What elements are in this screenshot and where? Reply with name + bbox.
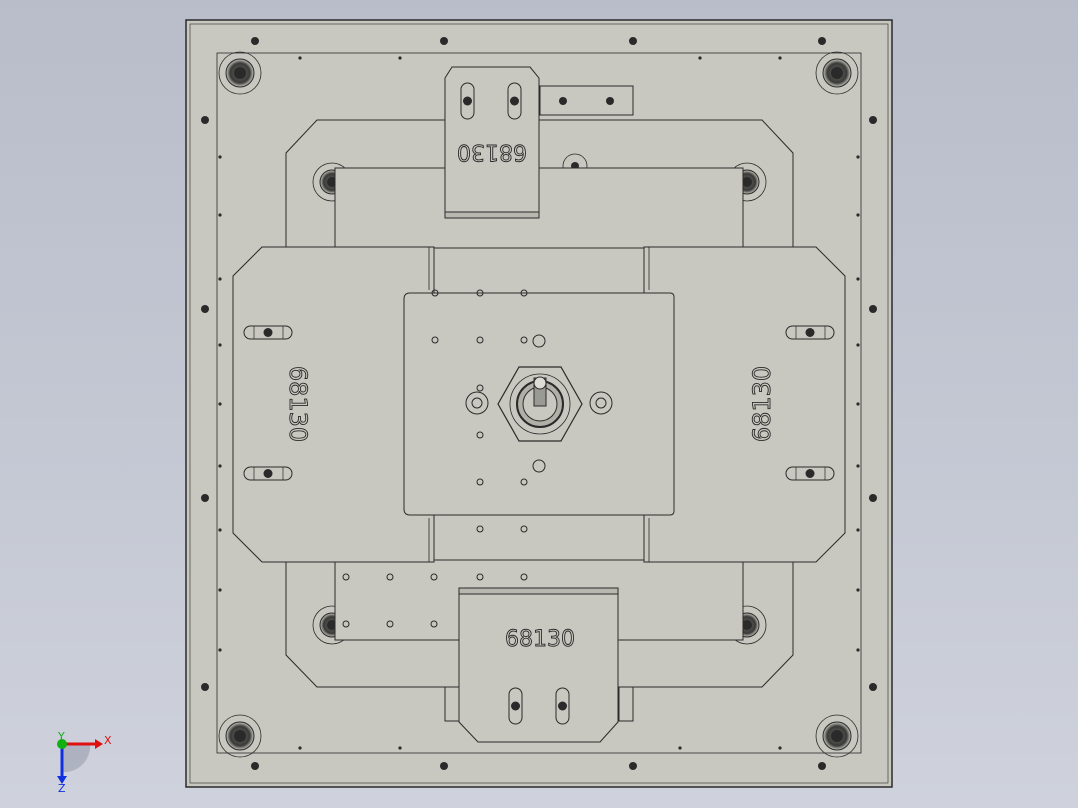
plate-small-marks [218, 56, 860, 750]
axis-x-label: X [104, 734, 112, 747]
plate-holes [201, 37, 877, 770]
axis-y-label: Y [57, 730, 65, 743]
top-bracket-slots [460, 82, 522, 120]
corner-screws [218, 51, 859, 758]
right-clamp-jaw[interactable]: 68130 [643, 246, 846, 563]
bottom-bracket-part-label: 68130 [505, 627, 575, 652]
right-locator-pin [589, 391, 613, 415]
right-jaw-slot-bottom [785, 466, 835, 481]
top-bracket[interactable]: 68130 [444, 66, 634, 219]
top-bracket-part-label: 68130 [457, 139, 527, 164]
left-jaw-slot-bottom [243, 466, 293, 481]
left-locator-pin [465, 391, 489, 415]
right-jaw-part-label: 68130 [748, 366, 776, 442]
bottom-bracket[interactable]: 68130 [444, 587, 634, 743]
left-jaw-part-label: 68130 [284, 366, 312, 442]
bottom-bracket-slots [508, 687, 570, 725]
center-hex-nut[interactable] [497, 366, 583, 442]
axis-z-label: Z [58, 782, 66, 795]
right-jaw-slot-top [785, 325, 835, 340]
left-jaw-slot-top [243, 325, 293, 340]
orientation-triad: X Y Z [57, 730, 112, 795]
left-clamp-jaw[interactable]: 68130 [232, 246, 435, 563]
